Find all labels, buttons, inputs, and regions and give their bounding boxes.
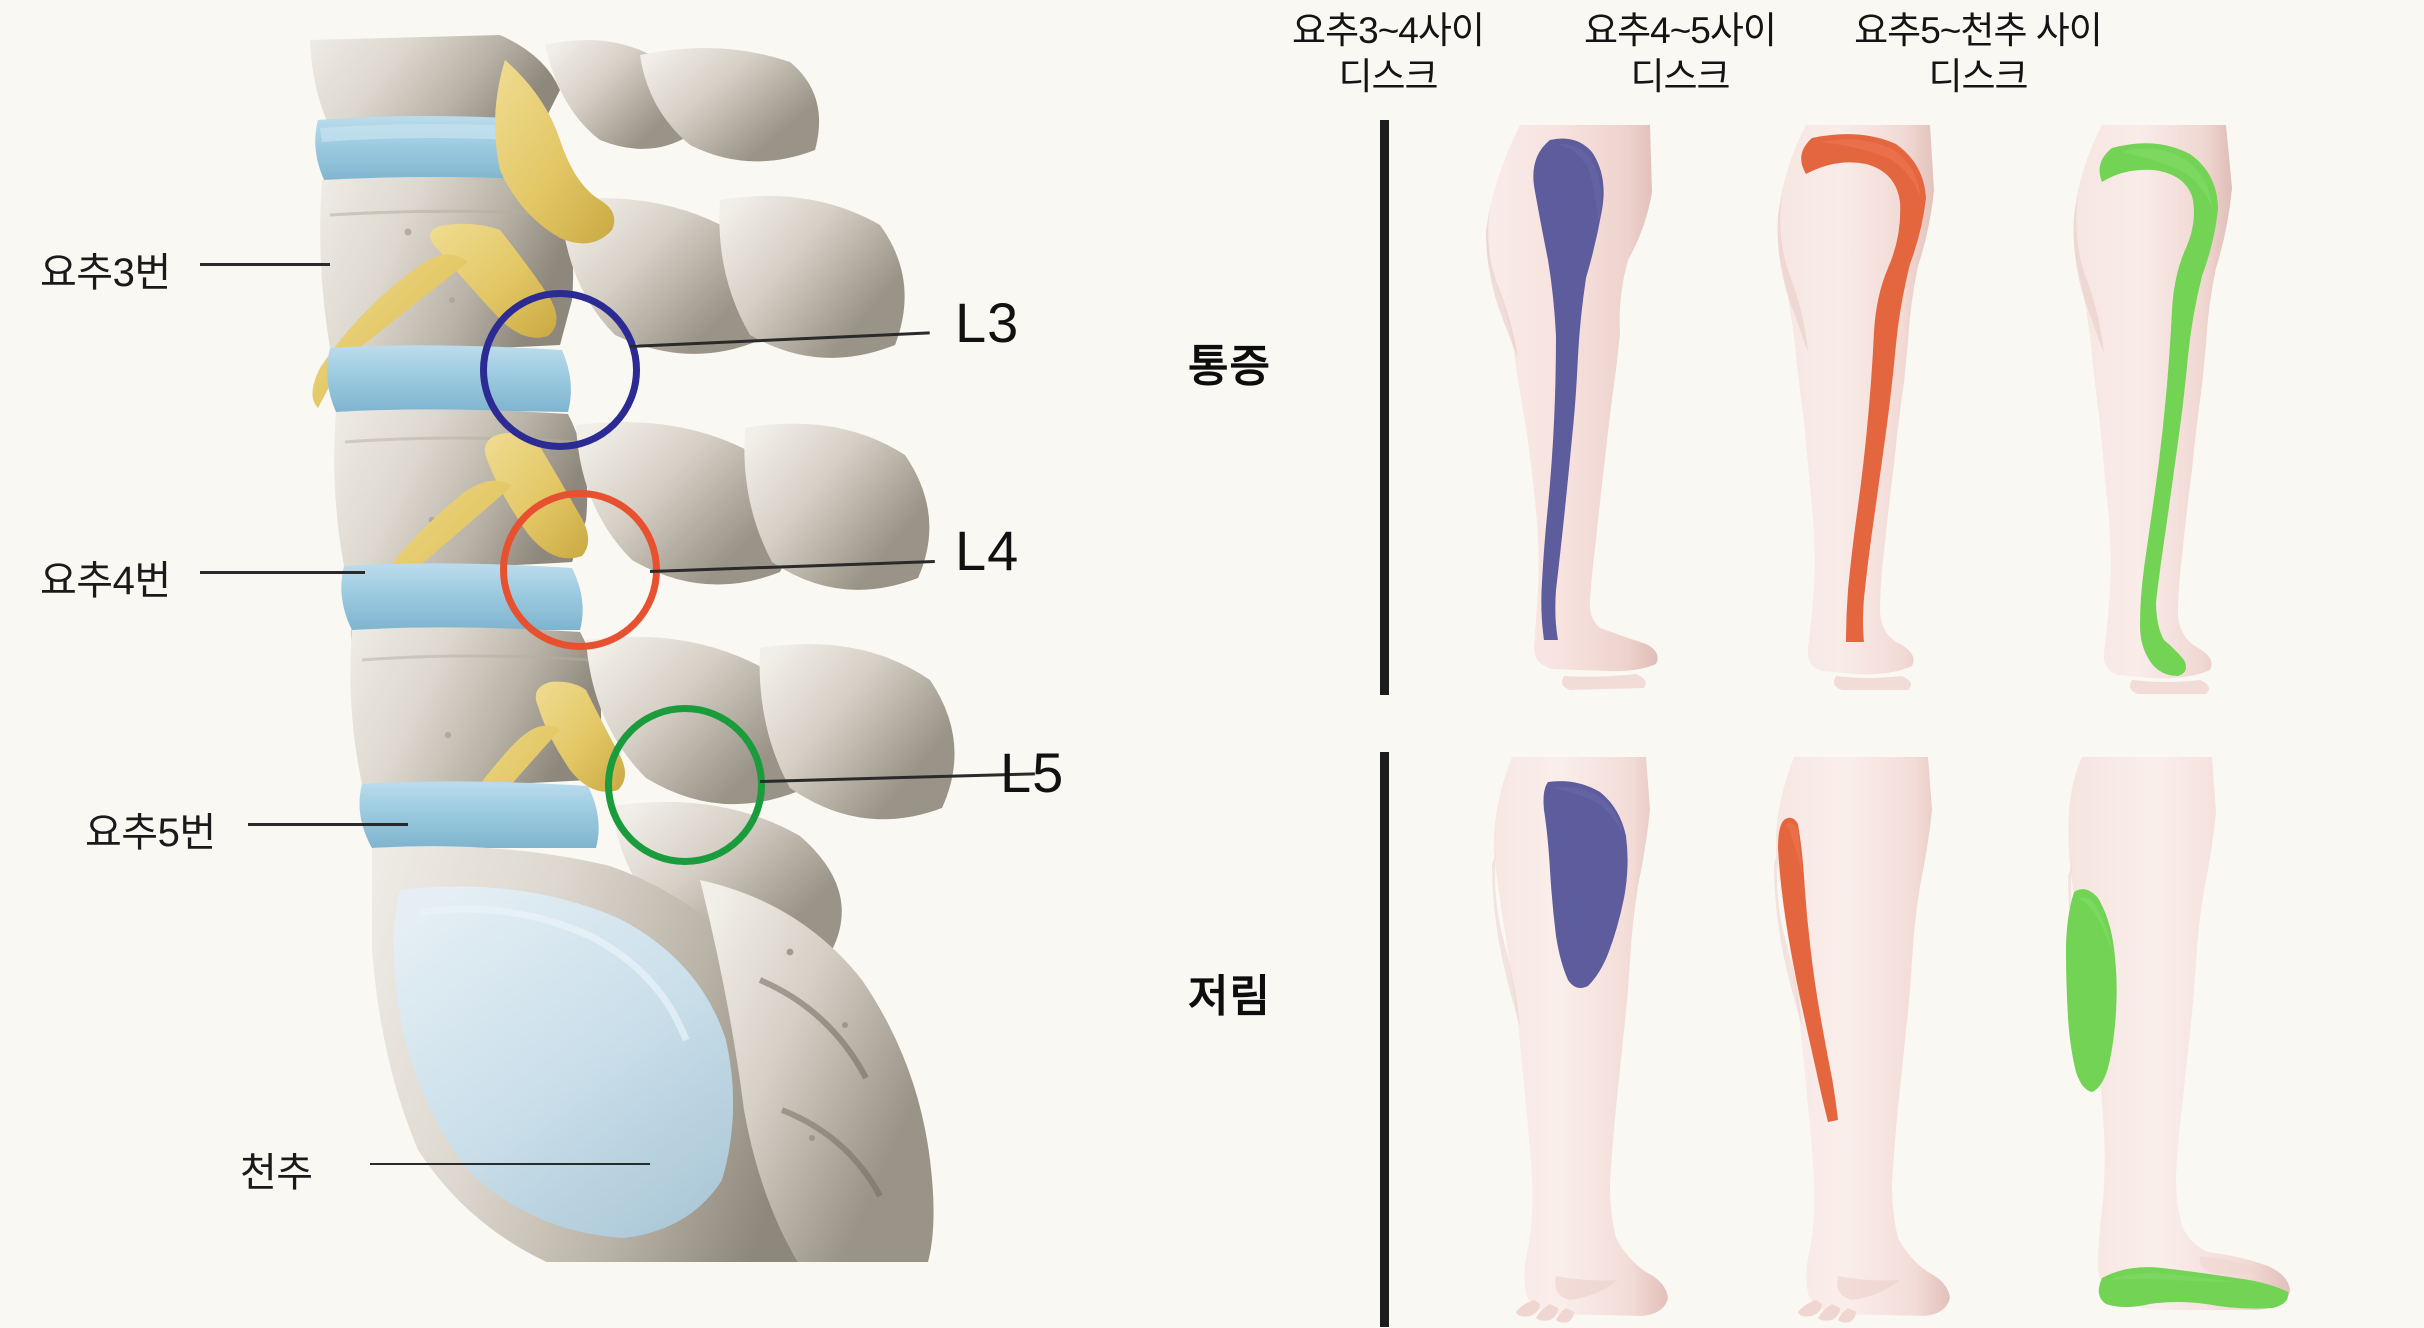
spine-illustration-panel: 요추3번 요추4번 요추5번 천추 L3 L4 L5 [0, 0, 1150, 1328]
dermatome-patch-l5-s1-sole [2098, 1267, 2289, 1309]
label-sacrum: 천추 [240, 1151, 313, 1195]
dermatome-band-l5-s1-pain [2099, 143, 2218, 676]
marker-label-L4: L4 [955, 519, 1020, 582]
leg-numbness-l5-s1 [2040, 752, 2300, 1327]
toes-group [1516, 1300, 1574, 1323]
row-label-pain: 통증 [1188, 342, 1271, 391]
dermatome-patch-l3-l4-numbness [1543, 781, 1628, 988]
marker-label-L5: L5 [1000, 741, 1065, 804]
column-header-l3-l4-line1: 요추3~4사이 [1292, 10, 1485, 51]
dermatome-patch-l5-s1-calf [2066, 889, 2117, 1092]
marker-circle-L3 [480, 290, 640, 450]
column-header-l5-s1-line2: 디스크 [1928, 56, 2028, 98]
disc-L2-L3 [315, 116, 555, 182]
column-header-l3-l4: 요추3~4사이 디스크 [1238, 8, 1538, 101]
column-header-l5-s1-line1: 요추5~천추 사이 [1854, 10, 2103, 51]
leader-line-lumbar-3 [200, 263, 330, 266]
column-header-l3-l4-line2: 디스크 [1338, 56, 1438, 98]
sacrum-group [368, 846, 938, 1276]
row-label-numbness: 저림 [1188, 972, 1271, 1021]
vertebra-L2-group [310, 35, 820, 162]
marker-circle-L5 [605, 705, 765, 865]
label-lumbar-3: 요추3번 [40, 251, 171, 295]
leader-line-lumbar-4 [200, 571, 365, 574]
column-header-l4-l5-line2: 디스크 [1630, 56, 1730, 98]
label-lumbar-4: 요추4번 [40, 559, 171, 603]
leader-line-sacrum [370, 1163, 650, 1165]
leg-pain-l4-l5 [1750, 120, 1980, 695]
leg-numbness-l3-l4 [1460, 752, 1690, 1327]
toes-group [1798, 1300, 1856, 1323]
disc-L5-S1 [359, 781, 599, 848]
leg-numbness-l4-l5 [1750, 752, 1980, 1327]
row-divider-pain [1380, 120, 1389, 695]
marker-circle-L4 [500, 490, 660, 650]
column-header-l5-s1: 요추5~천추 사이 디스크 [1808, 8, 2148, 101]
row-divider-numbness [1380, 752, 1389, 1327]
column-header-l4-l5-line1: 요추4~5사이 [1584, 10, 1777, 51]
label-lumbar-5: 요추5번 [85, 811, 216, 855]
column-header-l4-l5: 요추4~5사이 디스크 [1530, 8, 1830, 101]
dermatome-table-panel: 요추3~4사이 디스크 요추4~5사이 디스크 요추5~천추 사이 디스크 통증… [1150, 0, 2424, 1328]
marker-label-L3: L3 [955, 291, 1020, 354]
dermatome-strip-l4-l5-numbness [1778, 817, 1838, 1122]
dermatome-band-l3-l4-pain [1533, 138, 1604, 640]
dermatome-band-l4-l5-pain [1801, 134, 1926, 642]
leader-line-lumbar-5 [248, 823, 408, 826]
leg-pain-l3-l4 [1460, 120, 1690, 695]
lumbar-spine-drawing [310, 35, 955, 1276]
leg-pain-l5-s1 [2040, 120, 2290, 695]
